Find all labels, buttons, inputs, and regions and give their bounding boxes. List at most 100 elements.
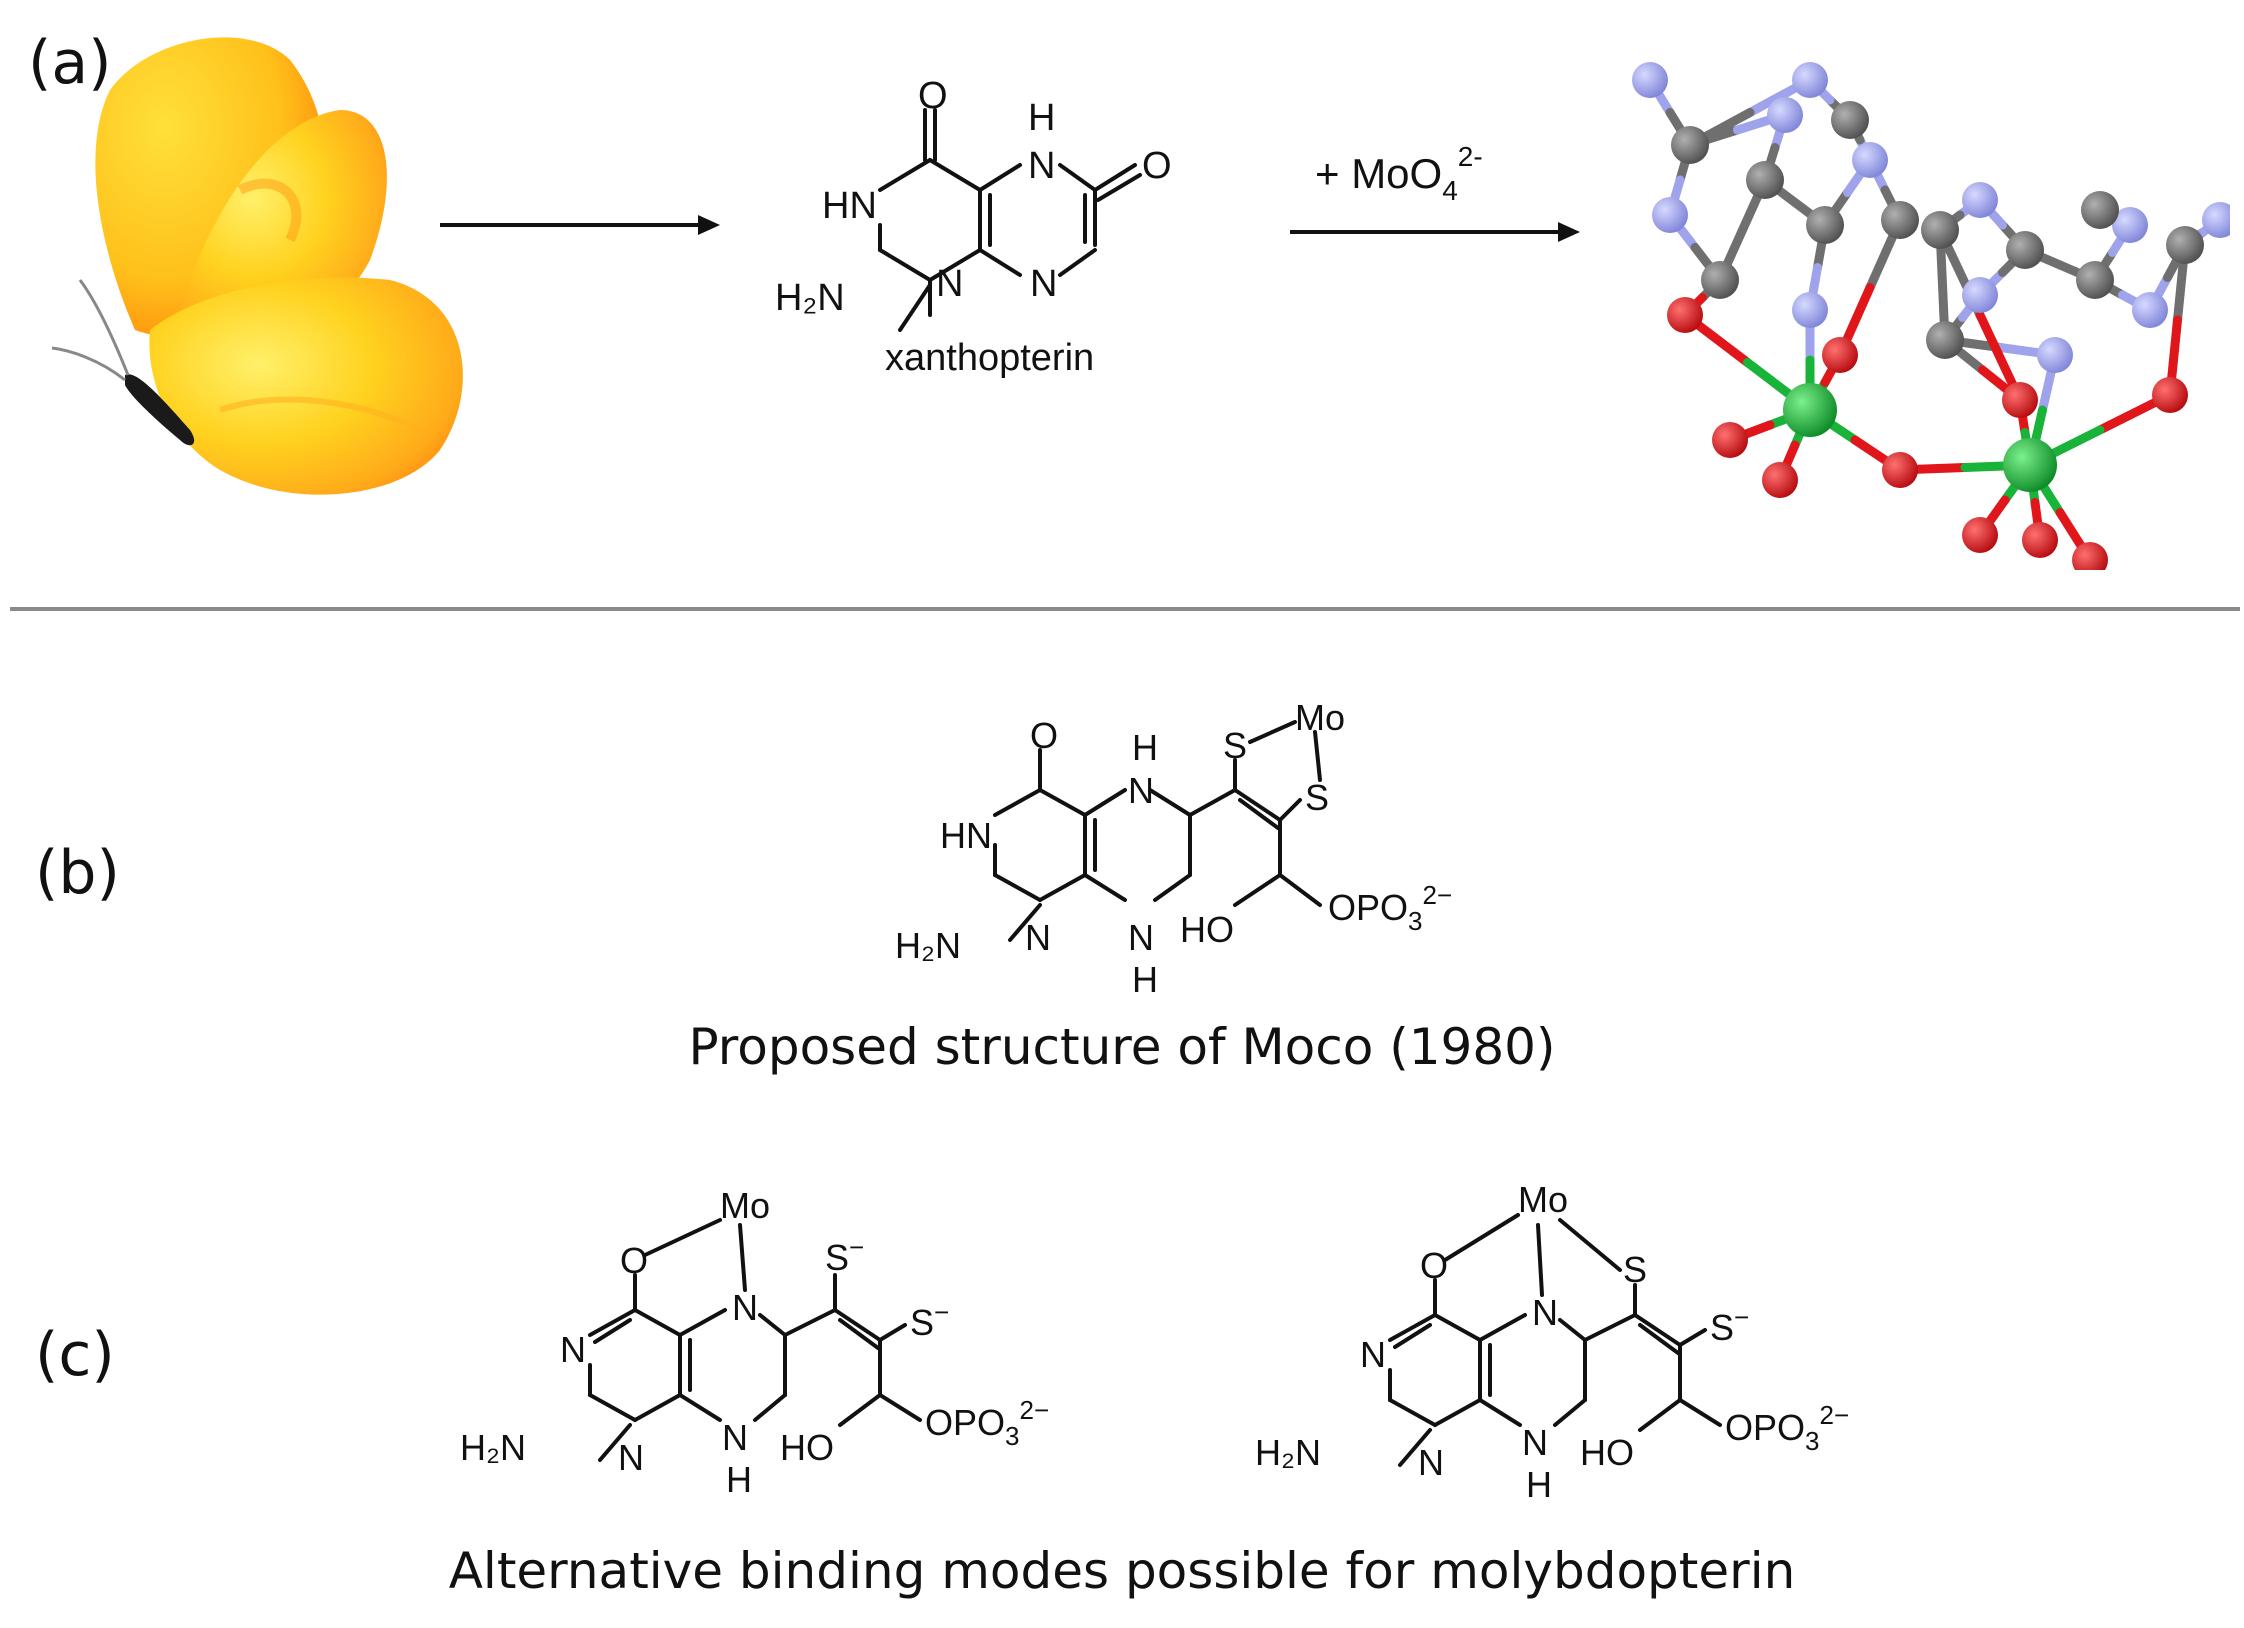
reagent-text: + MoO bbox=[1315, 150, 1442, 197]
moco-nh-bot-h: H bbox=[1132, 959, 1158, 1000]
nitrogen-atom bbox=[1852, 142, 1888, 178]
moco-ho: HO bbox=[1180, 909, 1234, 950]
right-nh-h: H bbox=[1526, 1464, 1552, 1505]
reagent-subscript: 4 bbox=[1442, 175, 1458, 206]
binding-left-bonds bbox=[588, 1218, 922, 1462]
carbon-atom bbox=[1881, 201, 1919, 239]
butterfly-illustration bbox=[51, 37, 463, 495]
left-ho: HO bbox=[780, 1427, 834, 1468]
right-opo3-sub: 3 bbox=[1805, 1426, 1819, 1456]
molybdenum-atom bbox=[1783, 383, 1837, 437]
oxygen-atom bbox=[2072, 542, 2108, 570]
oxygen-atom bbox=[1667, 297, 1703, 333]
right-n-ring: N bbox=[1532, 1292, 1558, 1333]
svg-text:OPO32−: OPO32− bbox=[1328, 880, 1452, 936]
arrow-to-xanthopterin bbox=[440, 215, 720, 235]
left-s1-charge: − bbox=[849, 1232, 864, 1262]
moco-hn: HN bbox=[940, 815, 992, 856]
moco-o: O bbox=[1030, 715, 1058, 756]
nitrogen-atom bbox=[2112, 207, 2148, 243]
section-divider bbox=[10, 607, 2240, 611]
panel-label-a: (a) bbox=[28, 28, 112, 98]
nitrogen-atom bbox=[1792, 292, 1828, 328]
arrow-molybdate: + MoO42- bbox=[1290, 141, 1580, 242]
right-opo3: OPO bbox=[1725, 1407, 1805, 1448]
xanthopterin-h-top: H bbox=[1028, 97, 1055, 139]
nitrogen-atom bbox=[2202, 202, 2230, 238]
moco-n: N bbox=[1025, 917, 1051, 958]
right-o: O bbox=[1420, 1245, 1448, 1286]
nitrogen-atom bbox=[1632, 62, 1668, 98]
panel-label-c: (c) bbox=[35, 1320, 115, 1390]
moco-caption: Proposed structure of Moco (1980) bbox=[688, 1018, 1556, 1076]
moco-nh-top-h: H bbox=[1132, 727, 1158, 768]
moco-opo3-sup: 2− bbox=[1422, 880, 1452, 910]
moco-nh-top-n: N bbox=[1128, 770, 1154, 811]
carbon-atom bbox=[1831, 101, 1869, 139]
svg-text:+ MoO42-: + MoO42- bbox=[1315, 141, 1483, 206]
left-n-a: N bbox=[560, 1329, 586, 1370]
nitrogen-atom bbox=[2037, 337, 2073, 373]
xanthopterin-n-top: N bbox=[1028, 145, 1055, 187]
binding-modes-caption: Alternative binding modes possible for m… bbox=[448, 1542, 1796, 1600]
carbon-atom bbox=[1671, 126, 1709, 164]
carbon-atom bbox=[2166, 226, 2204, 264]
right-s2: S bbox=[1710, 1307, 1734, 1348]
svg-text:S−: S− bbox=[1710, 1302, 1749, 1348]
xanthopterin-name: xanthopterin bbox=[885, 337, 1094, 379]
right-opo3-sup: 2− bbox=[1819, 1400, 1849, 1430]
carbon-atom bbox=[1921, 211, 1959, 249]
right-nh-n: N bbox=[1522, 1422, 1548, 1463]
carbon-atom bbox=[2076, 261, 2114, 299]
left-opo3: OPO bbox=[925, 1402, 1005, 1443]
nitrogen-atom bbox=[2132, 292, 2168, 328]
reagent-superscript: 2- bbox=[1458, 141, 1483, 172]
butterfly-body bbox=[51, 279, 195, 446]
binding-right-bonds bbox=[1388, 1213, 1722, 1467]
xanthopterin-hn: HN bbox=[822, 185, 877, 227]
complex-atoms bbox=[1632, 62, 2230, 570]
moco-h2n: H₂N bbox=[895, 925, 961, 966]
oxygen-atom bbox=[2022, 522, 2058, 558]
oxygen-atom bbox=[2152, 377, 2188, 413]
xanthopterin-bonds bbox=[878, 108, 1142, 332]
right-mo: Mo bbox=[1518, 1179, 1568, 1220]
xanthopterin-h2n: H₂N bbox=[775, 277, 845, 319]
oxygen-atom bbox=[1882, 452, 1918, 488]
carbon-atom bbox=[1806, 206, 1844, 244]
moco-s1: S bbox=[1223, 725, 1247, 766]
left-opo3-sub: 3 bbox=[1005, 1421, 1019, 1451]
left-nh-h: H bbox=[726, 1459, 752, 1500]
left-n-b: N bbox=[618, 1437, 644, 1478]
svg-text:OPO32−: OPO32− bbox=[1725, 1400, 1849, 1456]
nitrogen-atom bbox=[1962, 277, 1998, 313]
left-o: O bbox=[620, 1240, 648, 1281]
left-n-ring: N bbox=[732, 1287, 758, 1328]
xanthopterin-n2: N bbox=[1030, 263, 1057, 305]
oxygen-atom bbox=[2002, 382, 2038, 418]
oxygen-atom bbox=[1962, 517, 1998, 553]
complex-bonds bbox=[1645, 75, 2225, 565]
moco-mo: Mo bbox=[1295, 697, 1345, 738]
svg-text:S−: S− bbox=[910, 1297, 949, 1343]
moco-opo3: OPO bbox=[1328, 887, 1408, 928]
left-s2: S bbox=[910, 1302, 934, 1343]
oxygen-atom bbox=[1712, 422, 1748, 458]
carbon-atom bbox=[2081, 191, 2119, 229]
moco-1980-structure: O H N HN H₂N N N H Mo S S HO OPO32− bbox=[895, 697, 1452, 1000]
butterfly-wings bbox=[95, 37, 463, 495]
binding-mode-right-structure: Mo O N N H₂N N N H S S− HO OPO32− bbox=[1255, 1179, 1849, 1505]
carbon-atom bbox=[1746, 161, 1784, 199]
left-opo3-sup: 2− bbox=[1019, 1395, 1049, 1425]
molybdenum-complex-model bbox=[1632, 62, 2230, 570]
right-n-b: N bbox=[1418, 1442, 1444, 1483]
right-s1: S bbox=[1623, 1249, 1647, 1290]
moco-bonds bbox=[993, 720, 1322, 942]
carbon-atom bbox=[1926, 321, 1964, 359]
left-s1: S bbox=[825, 1237, 849, 1278]
xanthopterin-o-right: O bbox=[1142, 145, 1172, 187]
right-s2-charge: − bbox=[1734, 1302, 1749, 1332]
svg-text:OPO32−: OPO32− bbox=[925, 1395, 1049, 1451]
oxygen-atom bbox=[1822, 337, 1858, 373]
